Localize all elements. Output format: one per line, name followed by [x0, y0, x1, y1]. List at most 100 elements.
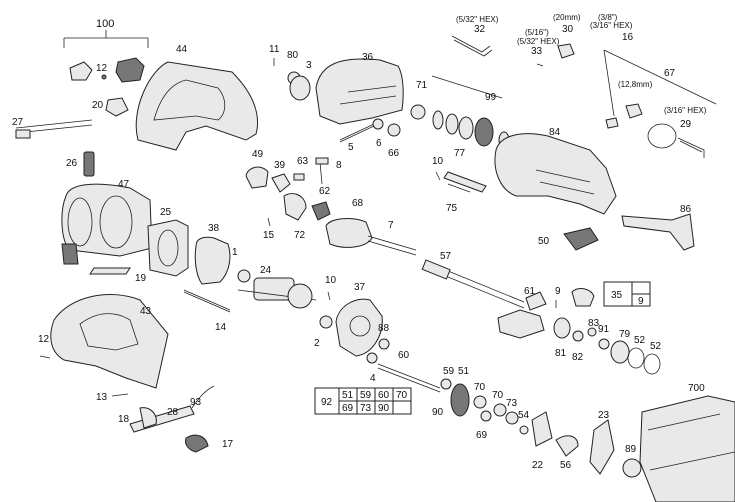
- label-83: 83: [588, 318, 600, 329]
- label-73: 73: [506, 398, 518, 409]
- label-6: 6: [376, 138, 382, 149]
- label-30: 30: [562, 24, 574, 35]
- kit-100-bracket: [63, 30, 149, 48]
- label-54: 54: [518, 410, 530, 421]
- label-33: 33: [531, 46, 543, 57]
- kit-35-item: 9: [638, 296, 644, 307]
- label-18: 18: [118, 414, 130, 425]
- label-86: 86: [680, 204, 692, 215]
- kit-92-r1c3: 60: [378, 390, 390, 401]
- label-63: 63: [297, 156, 309, 167]
- label-84: 84: [549, 127, 561, 138]
- label-12-bottom: 12: [38, 334, 50, 345]
- label-79: 79: [619, 329, 631, 340]
- front-housing-84: [494, 133, 617, 215]
- label-25: 25: [160, 207, 172, 218]
- label-32: 32: [474, 24, 486, 35]
- part-19: [61, 243, 131, 275]
- label-70-a: 70: [474, 382, 486, 393]
- label-49: 49: [252, 149, 264, 160]
- label-59: 59: [443, 366, 455, 377]
- label-29: 29: [680, 119, 692, 130]
- brush-part-27: [15, 119, 93, 139]
- label-100: 100: [96, 18, 114, 30]
- label-71: 71: [416, 80, 428, 91]
- label-52-b: 52: [650, 341, 662, 352]
- label-7: 7: [388, 220, 394, 231]
- label-37: 37: [354, 282, 366, 293]
- label-60: 60: [398, 350, 410, 361]
- armature-24: [237, 277, 317, 309]
- part-68: [325, 218, 373, 248]
- label-77: 77: [454, 148, 466, 159]
- label-19: 19: [135, 273, 147, 284]
- label-52-a: 52: [634, 335, 646, 346]
- label-88: 88: [378, 323, 390, 334]
- label-93: 93: [190, 397, 202, 408]
- note-32-hex: (5/32" HEX): [456, 15, 499, 24]
- kit-92-r1c2: 59: [360, 390, 372, 401]
- spindle-57: [421, 259, 525, 309]
- note-33-516: (5/16"): [525, 28, 549, 37]
- kit-table-92: [314, 387, 412, 415]
- label-44: 44: [176, 44, 188, 55]
- screw-14: [183, 289, 231, 313]
- label-27: 27: [12, 117, 24, 128]
- kit-92-r2c2: 73: [360, 403, 372, 414]
- shoe-86: [621, 213, 695, 251]
- label-26: 26: [66, 158, 78, 169]
- label-700: 700: [688, 383, 705, 394]
- label-81: 81: [555, 348, 567, 359]
- label-22: 22: [532, 460, 544, 471]
- label-16: 16: [622, 32, 634, 43]
- label-57: 57: [440, 251, 452, 262]
- note-29-hex: (3/16" HEX): [664, 106, 707, 115]
- label-28: 28: [167, 407, 179, 418]
- handle-half-43: [50, 294, 169, 389]
- label-4: 4: [370, 373, 376, 384]
- label-80: 80: [287, 50, 299, 61]
- label-67: 67: [664, 68, 676, 79]
- label-20: 20: [92, 100, 104, 111]
- label-17: 17: [222, 439, 234, 450]
- label-38: 38: [208, 223, 220, 234]
- label-61: 61: [524, 286, 536, 297]
- switch-part: [69, 57, 145, 117]
- cord-28: [129, 385, 215, 453]
- label-90: 90: [432, 407, 444, 418]
- field-coil-25: [147, 219, 189, 277]
- note-33-532: (5/32" HEX): [517, 37, 560, 46]
- label-9: 9: [555, 286, 561, 297]
- label-13: 13: [96, 392, 108, 403]
- label-50: 50: [538, 236, 550, 247]
- kit-92-r2c3: 90: [378, 403, 390, 414]
- rod-7: [367, 235, 417, 256]
- label-69: 69: [476, 430, 488, 441]
- label-39: 39: [274, 160, 286, 171]
- label-62: 62: [319, 186, 331, 197]
- label-70-b: 70: [492, 390, 504, 401]
- kit-92-r1c4: 70: [396, 390, 408, 401]
- baffle-38: [194, 236, 231, 285]
- handle-half-44: [135, 61, 258, 151]
- gear-group-99: [431, 75, 510, 149]
- label-91: 91: [598, 324, 610, 335]
- label-8: 8: [336, 160, 342, 171]
- kit-table-35: [603, 281, 651, 307]
- label-1: 1: [232, 247, 238, 258]
- label-36: 36: [362, 52, 374, 63]
- label-3: 3: [306, 60, 312, 71]
- label-75: 75: [446, 203, 458, 214]
- label-14: 14: [215, 322, 227, 333]
- kit-92-key: 92: [321, 397, 333, 408]
- note-16-316: (3/16" HEX): [590, 21, 633, 30]
- label-10-right: 10: [432, 156, 444, 167]
- gear-housing-36: [315, 58, 404, 125]
- kit-92-r1c1: 51: [342, 390, 354, 401]
- label-56: 56: [560, 460, 572, 471]
- motor-housing-47: [61, 183, 153, 257]
- label-11: 11: [269, 44, 280, 55]
- label-72: 72: [294, 230, 306, 241]
- label-12-top: 12: [96, 63, 108, 74]
